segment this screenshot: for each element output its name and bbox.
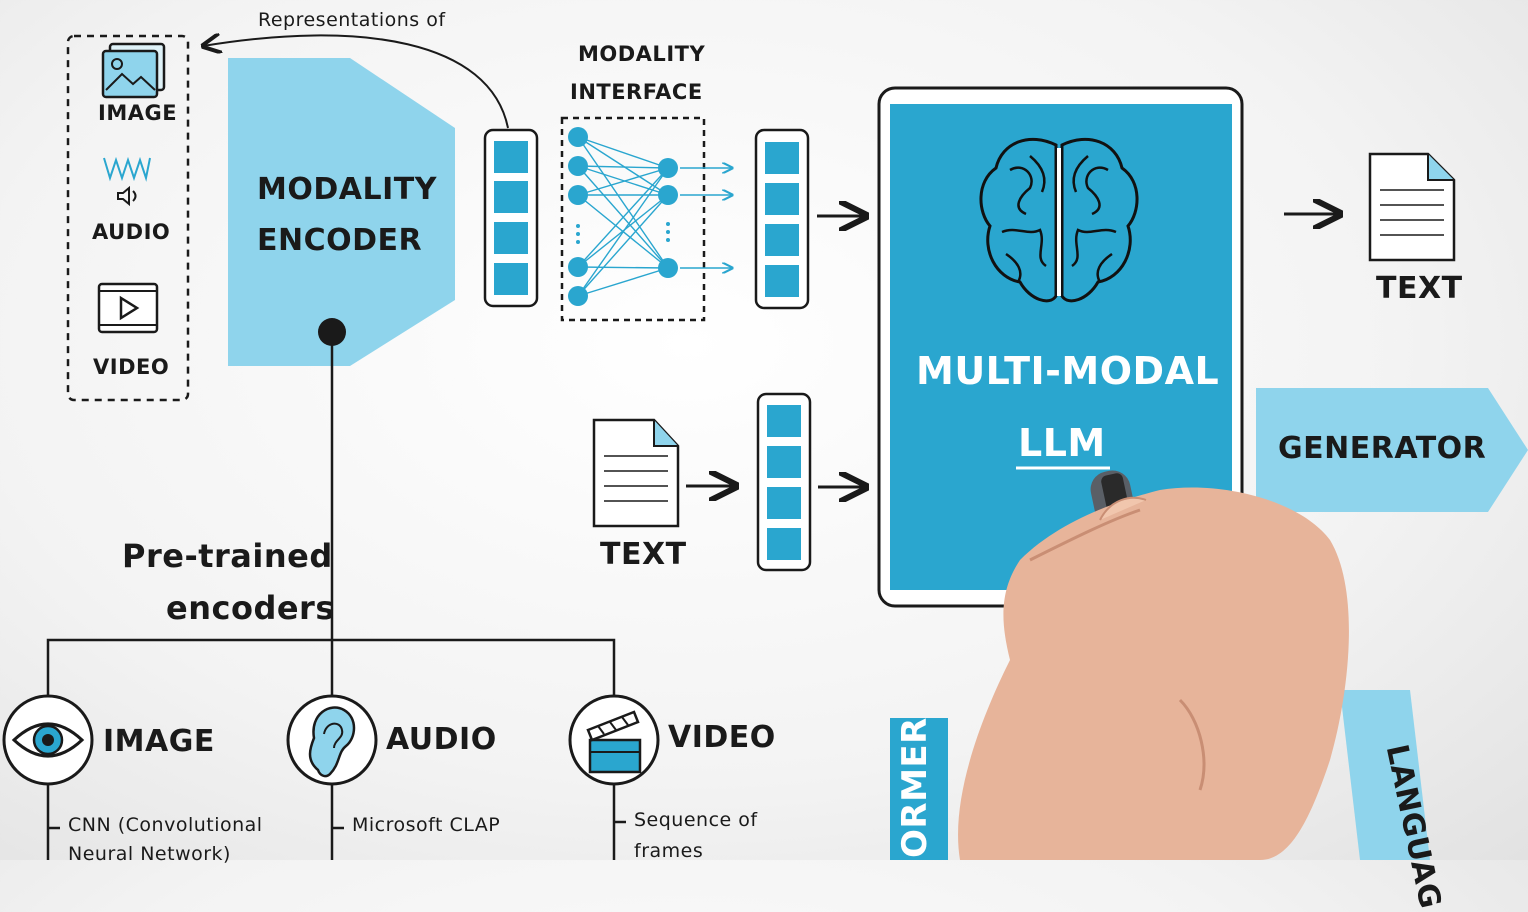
encoder-image-desc-line2: Neural Network) xyxy=(68,843,231,865)
llm-title-line2: LLM xyxy=(1018,421,1106,465)
speaker-icon xyxy=(117,185,137,207)
ear-icon xyxy=(286,694,378,786)
output-document-icon xyxy=(1368,152,1456,262)
language-block xyxy=(1340,690,1430,860)
encoder-title-line2: ENCODER xyxy=(257,223,423,258)
input-modalities-box xyxy=(66,34,190,402)
encoder-image-title: IMAGE xyxy=(103,724,215,759)
former-block xyxy=(890,718,948,860)
brain-icon xyxy=(979,137,1139,303)
modality-encoder-shape xyxy=(228,58,455,366)
encoder-video-desc-line1: Sequence of xyxy=(634,809,758,831)
document-icon xyxy=(592,418,680,528)
former-label: ORMER xyxy=(895,717,935,858)
generator-shape xyxy=(1256,388,1528,512)
neural-network-icon xyxy=(577,136,732,297)
output-text-label: TEXT xyxy=(1376,271,1463,306)
encoder-video-title: VIDEO xyxy=(668,720,776,755)
representations-arrow xyxy=(203,35,509,129)
encoder-title-line1: MODALITY xyxy=(257,172,437,207)
token-stack-projected xyxy=(754,128,810,310)
eye-icon xyxy=(2,694,94,786)
encoder-audio-title: AUDIO xyxy=(386,722,497,757)
input-image-label: IMAGE xyxy=(98,101,178,125)
audio-wave-icon xyxy=(103,156,151,182)
pretrained-line1: Pre-trained xyxy=(122,537,333,575)
pretrained-line2: encoders xyxy=(166,589,335,627)
encoder-connector-dot xyxy=(318,318,346,346)
input-text-label: TEXT xyxy=(600,537,687,572)
clapperboard-icon xyxy=(568,694,660,786)
interface-title-line1: MODALITY xyxy=(578,42,706,66)
representations-note: Representations of xyxy=(258,9,446,31)
video-play-icon xyxy=(97,282,159,334)
llm-title-line1: MULTI-MODAL xyxy=(916,349,1220,393)
encoder-image-desc-line1: CNN (Convolutional xyxy=(68,814,263,836)
hand-with-marker xyxy=(958,470,1349,860)
token-stack-encoded xyxy=(483,128,539,308)
token-stack-text xyxy=(756,392,812,572)
interface-title-line2: INTERFACE xyxy=(570,80,703,104)
modality-interface-box xyxy=(560,116,706,322)
diagram-graphics xyxy=(2,0,1528,860)
image-icon xyxy=(101,42,166,99)
encoder-audio-desc-line1: Microsoft CLAP xyxy=(352,814,501,836)
input-audio-label: AUDIO xyxy=(92,220,171,244)
encoder-video-desc-line2: frames xyxy=(634,840,704,862)
input-video-label: VIDEO xyxy=(93,355,170,379)
generator-label: GENERATOR xyxy=(1278,431,1487,466)
